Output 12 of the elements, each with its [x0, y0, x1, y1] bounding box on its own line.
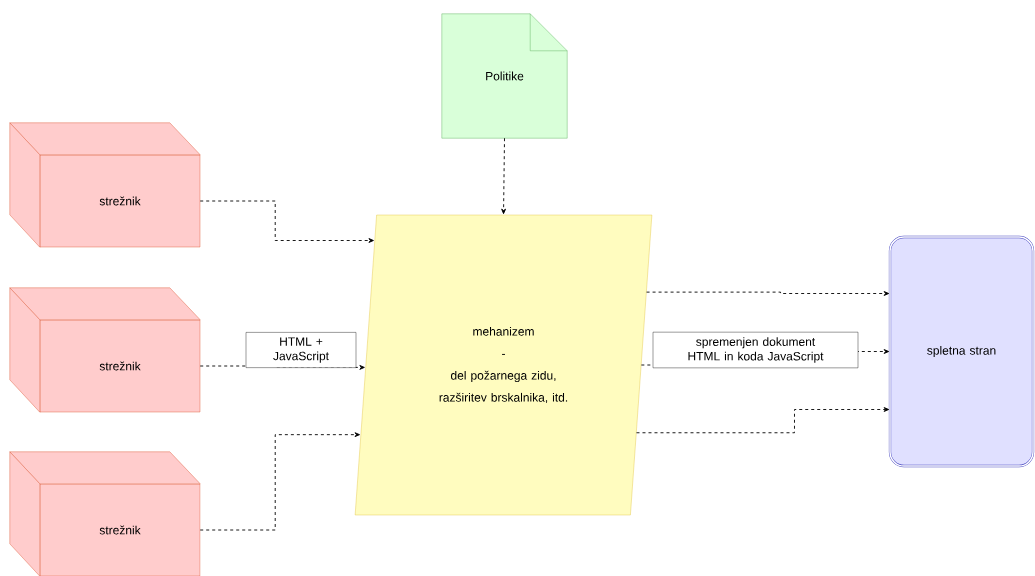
server-box: strežnik — [9, 451, 201, 576]
server-box: strežnik — [9, 287, 201, 413]
arrow — [636, 407, 890, 434]
edge-label: HTML + JavaScript — [245, 332, 357, 368]
server-box: strežnik — [9, 122, 201, 248]
arrow — [199, 432, 360, 531]
web-page-box: spletna stran — [888, 235, 1035, 468]
edge-label: spremenjen dokument HTML in koda JavaScript — [652, 331, 859, 369]
arrow — [199, 200, 374, 243]
process-parallelogram: mehanizem - del požarnega zidu, razširitev brskalnika, itd. — [354, 214, 653, 516]
arrow — [646, 291, 890, 296]
arrow — [501, 137, 506, 215]
